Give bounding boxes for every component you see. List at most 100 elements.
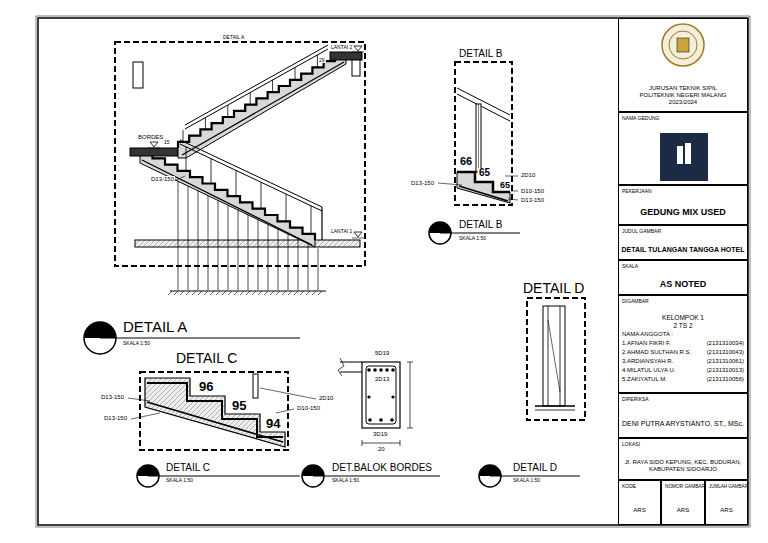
drawing-line (313, 475, 440, 476)
drawing-line (270, 291, 274, 295)
drawing-line (535, 410, 575, 411)
drawing-line (300, 291, 304, 295)
cell-text: (2131310043) (707, 349, 744, 356)
railing-post (543, 306, 565, 406)
rebar-dot (367, 368, 371, 372)
drawing-line (318, 248, 319, 290)
title-block-cell: NOMOR GAMBARARS (661, 480, 705, 525)
drawing-line (234, 291, 238, 295)
cell-caption: JUMLAH GAMBAR (709, 484, 748, 489)
cell-caption: PEKERJAAN (622, 189, 652, 195)
cell-text: KELOMPOK 1 (619, 314, 747, 321)
floor-slab (135, 240, 360, 247)
drawing-line (186, 291, 190, 295)
callout-label: LANTAI 2 (330, 45, 353, 50)
drawing-line (457, 94, 510, 121)
drawing-line (211, 159, 212, 184)
callout-label: 65 (499, 181, 511, 190)
cell-text: 4.MILATUL ULYA U. (622, 367, 675, 374)
callout-label: 2D13 (374, 376, 390, 382)
drawing-line (222, 291, 226, 295)
drawing-line (340, 372, 362, 373)
title-block-cell: JUMLAH GAMBAR ARS (705, 480, 748, 525)
drawing-line (238, 210, 239, 290)
callout-label: D13-150 (410, 180, 435, 186)
drawing-line (205, 118, 206, 130)
section-shape (354, 46, 362, 51)
cell-text: (2131310061) (707, 358, 744, 365)
drawing-line (268, 224, 269, 290)
callout-label: 3D19 (372, 431, 388, 437)
drawing-line (407, 362, 413, 363)
drawing-line (148, 475, 300, 476)
cell-text: (2131310056) (707, 376, 744, 383)
sheet-border (38, 18, 748, 525)
callout-label: 5D19 (374, 350, 390, 356)
cell-caption: SKALA (622, 264, 638, 270)
drawing-line (258, 291, 262, 295)
cell-text: Jl. RAYA SIDO KEPUNG, KEC. BUDURAN, KABU… (623, 459, 743, 472)
cell-text: 2.AHMAD SULTHAN R.S. (622, 349, 691, 356)
drawing-line (410, 362, 411, 428)
drawing-line (352, 238, 364, 239)
rebar-dot (368, 418, 372, 422)
drawing-line (178, 181, 179, 290)
title-block-cell: JUDUL GAMBARDETAIL TULANGAN TANGGA HOTEL (618, 225, 748, 260)
building-logo (677, 146, 683, 164)
logo (662, 24, 704, 66)
railing-post (476, 104, 481, 172)
cell-text: 3.ARDIANSYAH R. (622, 358, 673, 365)
cell-caption: KODE (622, 484, 636, 490)
callout-label: 15 (163, 140, 171, 145)
drawing-line (321, 207, 322, 240)
drawing-line (276, 291, 280, 295)
drawing-line (535, 405, 575, 407)
detail-heading: 94 (265, 417, 281, 430)
drawing-line (318, 291, 322, 295)
detail-heading: 95 (231, 399, 247, 412)
drawing-line (362, 443, 400, 444)
logo (677, 38, 689, 52)
beam (352, 60, 360, 76)
callout-label: D10-150 (520, 188, 545, 194)
drawing-line (148, 148, 160, 149)
cell-text: ARS (706, 507, 747, 514)
drawing-line (147, 402, 283, 442)
drawing-line (228, 205, 229, 290)
section-symbol (302, 465, 324, 476)
title-block-cell: NAMA GEDUNG (618, 112, 748, 185)
detail-frame (455, 62, 512, 205)
cell-caption: DIPERIKSA (622, 397, 649, 403)
drawing-line (508, 199, 518, 200)
bordes-slab (130, 148, 178, 156)
detail-heading: 65 (478, 168, 491, 178)
drawing-line (182, 62, 344, 155)
detail-frame (115, 42, 365, 266)
drawing-line (185, 49, 328, 129)
drawing-line (278, 229, 279, 290)
drawing-line (183, 130, 184, 142)
drawing-line (440, 232, 520, 233)
drawing-line (258, 220, 259, 290)
drawing-line (312, 291, 316, 295)
drawing-line (147, 383, 283, 437)
drawing-line (128, 398, 150, 401)
detail-frame (140, 372, 288, 450)
cell-text: (2131310034) (707, 340, 744, 347)
callout-label: SKALA 1:50 (165, 478, 194, 483)
title-block-cell: DIPERIKSADENI PUTRA ARYSTIANTO, ST., MSc… (618, 393, 748, 438)
detail-heading: 66 (459, 156, 473, 167)
section-symbol (479, 465, 501, 476)
cell-caption: JUDUL GAMBAR (622, 229, 661, 235)
drawing-line (250, 93, 251, 105)
drawing-line (142, 160, 312, 245)
drawing-line (288, 291, 292, 295)
stirrup (366, 366, 396, 424)
callout-label: 2D10 (318, 395, 334, 401)
callout-label: 29 (318, 58, 326, 63)
callout-label: D13-150 (103, 415, 128, 421)
drawing-line (362, 440, 363, 446)
drawing-line (246, 291, 250, 295)
cell-text: ARS (619, 507, 660, 514)
callout-label: SKALA 1:50 (512, 478, 541, 483)
